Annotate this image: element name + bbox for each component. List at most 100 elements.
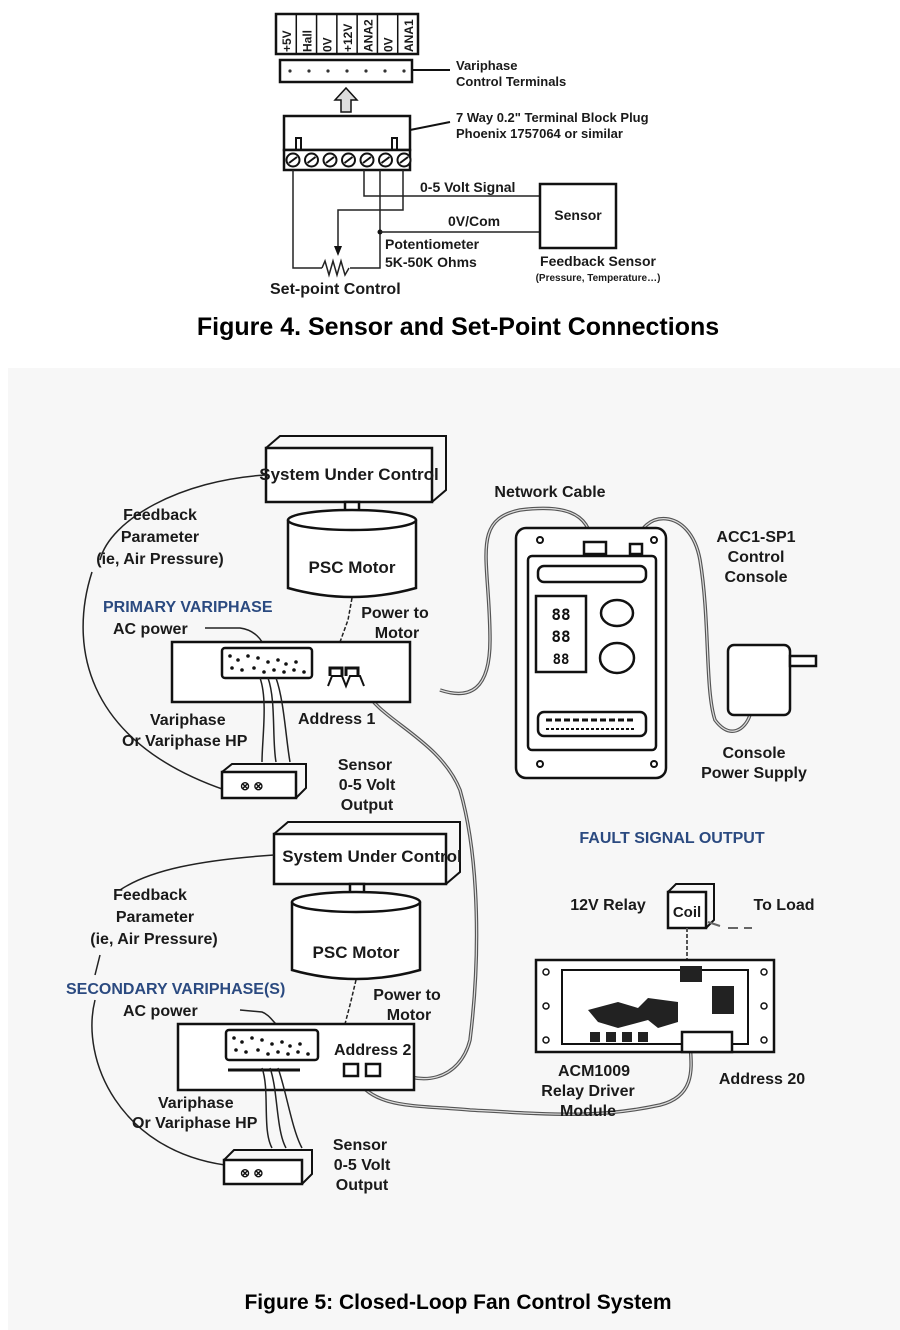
- power-to-motor-primary-1: Power to: [361, 605, 429, 622]
- terminal-label: Hall: [300, 30, 314, 52]
- secondary-group: System Under Control PSC Motor Feedback …: [66, 821, 462, 1194]
- ac-power-label-secondary: AC power: [123, 1003, 198, 1020]
- relay-label: 12V Relay: [570, 897, 646, 914]
- to-load-line: [707, 921, 752, 929]
- console-display: [534, 594, 588, 674]
- fault-signal-group: FAULT SIGNAL OUTPUT 12V Relay Coil To Lo…: [534, 830, 815, 1120]
- figure-4-caption: Figure 4. Sensor and Set-Point Connectio…: [197, 313, 719, 341]
- feedback-line-secondary: [119, 854, 275, 891]
- relay-module-label-1: ACM1009: [558, 1063, 630, 1080]
- power-supply-label-1: Console: [722, 745, 785, 762]
- system-label-primary: System Under Control: [259, 465, 438, 484]
- signal-label: 0-5 Volt Signal: [420, 179, 515, 195]
- console-terminal-strip: [536, 710, 648, 738]
- system-box-top-primary: [265, 435, 447, 503]
- relay-module-label-2: Relay Driver: [541, 1083, 634, 1100]
- motor-power-line-primary: [339, 597, 353, 643]
- feedback-label-secondary-1: Feedback: [113, 887, 187, 904]
- sensor-port-icon: ⊗ ⊗: [240, 779, 263, 793]
- sensor-secondary: [222, 1158, 304, 1186]
- secondary-network-port-2: [364, 1062, 382, 1078]
- figure-5-caption: Figure 5: Closed-Loop Fan Control System: [244, 1291, 671, 1314]
- mounting-hole-icon: [760, 968, 768, 976]
- display-digits-3: 88: [553, 652, 570, 668]
- mounting-hole-icon: [542, 1036, 550, 1044]
- display-digits-2: 88: [551, 627, 570, 646]
- terminal-pin: [402, 69, 406, 73]
- relay-circuit-icon: [588, 998, 678, 1028]
- terminal-label: ANA2: [361, 19, 375, 52]
- console-network-port: [582, 540, 608, 556]
- ac-power-line-secondary: [239, 1009, 277, 1025]
- wiper-arrow-icon: [334, 246, 342, 256]
- feedback-return-secondary: [91, 954, 226, 1166]
- console-knob-1: [599, 598, 635, 628]
- sensor-wires-primary: [259, 677, 291, 763]
- mounting-hole-icon: [760, 1002, 768, 1010]
- terminals-label-2: Control Terminals: [456, 74, 566, 89]
- terminal-pin: [383, 69, 387, 73]
- wire-plus5v: [292, 170, 322, 269]
- terminal-pin: [326, 69, 330, 73]
- display-digits-1: 88: [551, 605, 570, 624]
- plug-label-1: 7 Way 0.2" Terminal Block Plug: [456, 110, 649, 125]
- fault-signal-heading: FAULT SIGNAL OUTPUT: [579, 830, 764, 847]
- wire-signal: [363, 170, 540, 197]
- power-to-motor-secondary-1: Power to: [373, 987, 441, 1004]
- variphase-label-primary-1: Variphase: [150, 712, 226, 729]
- variphase-label-secondary-1: Variphase: [158, 1095, 234, 1112]
- ac-power-label-primary: AC power: [113, 621, 188, 638]
- feedback-sensor-note: (Pressure, Temperature…): [536, 273, 661, 284]
- relay-driver-board: [561, 969, 749, 1045]
- terminals-label-1: Variphase: [456, 58, 517, 73]
- sensor-label-secondary-1: Sensor: [333, 1137, 387, 1154]
- sensor-label-primary-3: Output: [341, 797, 394, 814]
- sensor-box-label: Sensor: [554, 207, 602, 223]
- com-label: 0V/Com: [448, 213, 500, 229]
- feedback-return-primary: [82, 571, 226, 791]
- power-to-motor-secondary-2: Motor: [387, 1007, 431, 1024]
- mounting-hole-icon: [760, 1036, 768, 1044]
- to-load-label: To Load: [753, 897, 814, 914]
- terminal-label: ANA1: [402, 19, 416, 52]
- power-to-motor-primary-2: Motor: [375, 625, 419, 642]
- setpoint-control-label: Set-point Control: [270, 281, 401, 298]
- wire-pot-end: [350, 170, 381, 269]
- terminal-label-frame: [274, 12, 420, 56]
- terminal-label: +5V: [280, 30, 294, 52]
- primary-variphase-heading: PRIMARY VARIPHASE: [103, 599, 273, 616]
- feedback-label-primary-1: Feedback: [123, 507, 197, 524]
- control-console: Network Cable 88 88 88 ACC1-SP1 Control …: [494, 484, 818, 782]
- secondary-network-port-1: [342, 1062, 360, 1078]
- system-under-control-secondary: [272, 832, 448, 886]
- power-plug-prong-icon: [788, 654, 818, 668]
- coil-label: Coil: [673, 904, 701, 921]
- terminal-pin: [288, 69, 292, 73]
- terminal-pin: [307, 69, 311, 73]
- network-cable-label: Network Cable: [494, 484, 605, 501]
- relay-network-port: [680, 1030, 734, 1054]
- console-label-3: Console: [724, 569, 787, 586]
- secondary-variphase-heading: SECONDARY VARIPHASE(S): [66, 981, 285, 998]
- potentiometer-resistor-icon: [321, 258, 350, 278]
- sensor-box: [538, 182, 618, 250]
- sensor-port-icon: ⊗ ⊗: [240, 1166, 263, 1180]
- psc-motor-secondary: [290, 902, 422, 981]
- primary-group: System Under Control PSC Motor Feedback …: [82, 435, 447, 814]
- mounting-hole-icon: [542, 968, 550, 976]
- terminal-pin: [364, 69, 368, 73]
- sensor-label-primary-1: Sensor: [338, 757, 392, 774]
- sensor-wires-secondary: [261, 1067, 303, 1149]
- variphase-label-primary-2: Or Variphase HP: [122, 733, 248, 750]
- variphase-label-secondary-2: Or Variphase HP: [132, 1115, 258, 1132]
- feedback-label-primary-2: Parameter: [121, 529, 199, 546]
- relay-module-label-3: Module: [560, 1103, 616, 1120]
- sensor-primary: [220, 770, 298, 800]
- system-label-secondary: System Under Control: [282, 847, 461, 866]
- mounting-hole-icon: [542, 1002, 550, 1010]
- insert-arrow-icon: [333, 86, 359, 113]
- address-label-primary: Address 1: [298, 711, 375, 728]
